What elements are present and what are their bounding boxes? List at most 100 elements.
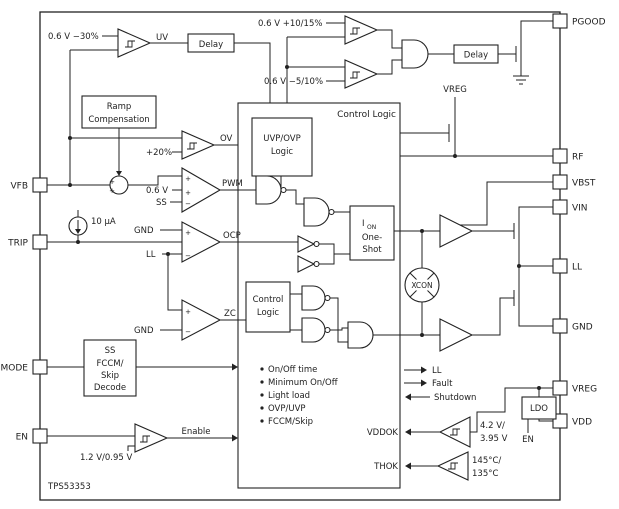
- uvp-ovp-label-1: UVP/OVP: [263, 134, 301, 144]
- pin-label: TRIP: [7, 239, 28, 249]
- pin-square: [32, 428, 48, 444]
- ocp-ll-label: LL: [146, 250, 156, 260]
- arrowhead: [232, 434, 238, 442]
- gate-bubble: [328, 208, 335, 216]
- mode-decode-box: [83, 339, 137, 397]
- vin-wire: [518, 206, 553, 219]
- plus-sign: +: [109, 178, 115, 186]
- bullet-icon: [260, 367, 264, 371]
- pin-label: EN: [16, 433, 28, 443]
- ocp-comparator-group: + − GND LL OCP: [134, 221, 298, 311]
- pin-vbst: VBST: [552, 174, 596, 190]
- vddok-comparator: [438, 416, 471, 448]
- wire: [377, 29, 402, 49]
- pin-label: VDD: [572, 418, 592, 428]
- ramp-label-1: Ramp: [107, 102, 132, 112]
- arrowhead: [116, 171, 122, 176]
- pin-vdd: VDD: [552, 413, 592, 429]
- vddok-ref-1: 4.2 V/: [480, 421, 505, 431]
- chip-outline: TPS53353: [39, 11, 561, 501]
- inner-logic-label-2: Logic: [257, 308, 280, 318]
- low-side-driver: [439, 318, 474, 352]
- pin-vfb: VFB: [10, 177, 48, 193]
- inner-control-logic-box: [245, 281, 291, 333]
- pgood-mosfet: [513, 20, 553, 85]
- ovp-reference-label: 0.6 V +10/15%: [258, 19, 322, 29]
- ocp-signal-label: OCP: [223, 231, 241, 241]
- pin-vreg: VREG: [552, 380, 597, 396]
- vbst-wire: [460, 181, 553, 226]
- ldo-group: LDO EN: [521, 386, 557, 445]
- junction-dot: [537, 386, 541, 390]
- part-number-label: TPS53353: [47, 482, 91, 492]
- wire: [520, 20, 553, 42]
- ss-label: SS: [156, 198, 167, 208]
- ov-reference-label: +20%: [146, 148, 172, 158]
- zc-gnd-label: GND: [134, 326, 154, 336]
- junction-dot: [285, 65, 289, 69]
- mode-decode-group: SS FCCM/ Skip Decode: [47, 339, 238, 397]
- xcon-block: XCON: [404, 229, 440, 337]
- pin-square: [32, 234, 48, 250]
- pin-label: GND: [572, 323, 593, 333]
- arrowhead: [405, 462, 411, 470]
- vddok-group: VDDOK 4.2 V/ 3.95 V: [367, 387, 553, 448]
- pin-square: [552, 380, 568, 396]
- pin-label: VBST: [572, 179, 596, 189]
- one-shot-label-1: One-: [362, 233, 382, 243]
- mode-label-4: Decode: [94, 383, 126, 393]
- thok-label: THOK: [373, 462, 398, 472]
- junction-dot: [68, 136, 72, 140]
- uvp-reference-label: 0.6 V −5/10%: [264, 77, 323, 87]
- pwm-comparator-group: + + − 0.6 V SS PWM: [146, 167, 256, 213]
- feature-item: Light load: [268, 391, 310, 401]
- pin-label: MODE: [1, 364, 29, 374]
- features-list: On/Off time Minimum On/Off Light load OV…: [260, 365, 339, 427]
- internal-logic-gates: Control Logic: [245, 175, 440, 349]
- pgood-path: 0.6 V +10/15% 0.6 V −5/10% Delay: [258, 15, 553, 118]
- zc-comparator-group: + − GND ZC: [134, 299, 246, 341]
- plus-sign: +: [185, 308, 191, 316]
- ldo-label: LDO: [530, 404, 548, 414]
- mode-label-2: FCCM/: [97, 359, 124, 369]
- thok-ref-1: 145°C/: [472, 456, 501, 466]
- junction-dot: [68, 183, 72, 187]
- inner-logic-label-1: Control: [253, 295, 284, 305]
- wire: [286, 189, 304, 205]
- inverter-gate: [297, 235, 316, 253]
- pin-trip: TRIP: [7, 234, 48, 250]
- en-reference-label: 1.2 V/0.95 V: [80, 453, 133, 463]
- low-side-mosfet: [513, 286, 553, 327]
- feature-item: On/Off time: [268, 365, 317, 375]
- uvp-ovp-box: [251, 117, 313, 177]
- hysteresis-icon: [125, 40, 135, 48]
- ocp-gnd-label: GND: [134, 226, 154, 236]
- pin-gnd: GND: [552, 318, 593, 334]
- wire: [377, 59, 402, 75]
- pin-square: [32, 177, 48, 193]
- hysteresis-icon: [448, 462, 458, 470]
- gate-bubble: [313, 240, 320, 248]
- ov-comparator-group: +20% OV: [146, 130, 252, 160]
- mode-label-1: SS: [105, 346, 116, 356]
- uvp-ovp-label-2: Logic: [271, 147, 294, 157]
- vfb-feedback-net: [47, 49, 182, 187]
- pin-label: PGOOD: [572, 18, 606, 28]
- ground-symbol: [513, 75, 529, 85]
- pin-label: RF: [572, 153, 583, 163]
- fault-signal-label: Fault: [432, 379, 453, 389]
- en-comparator: [134, 423, 169, 453]
- enable-signal-label: Enable: [182, 427, 211, 437]
- gate-bubble: [280, 186, 287, 194]
- uv-comparator: [117, 28, 152, 58]
- current-value-label: 10 μA: [91, 217, 116, 227]
- arrowhead: [421, 379, 427, 387]
- wire: [330, 327, 348, 331]
- junction-dot: [420, 229, 424, 233]
- hysteresis-icon: [187, 142, 197, 150]
- nand-gate: [303, 197, 330, 227]
- arrowhead: [405, 393, 411, 401]
- summing-junction: + +: [109, 175, 182, 195]
- high-side-driver: [439, 214, 474, 248]
- uv-signal-label: UV: [156, 33, 168, 43]
